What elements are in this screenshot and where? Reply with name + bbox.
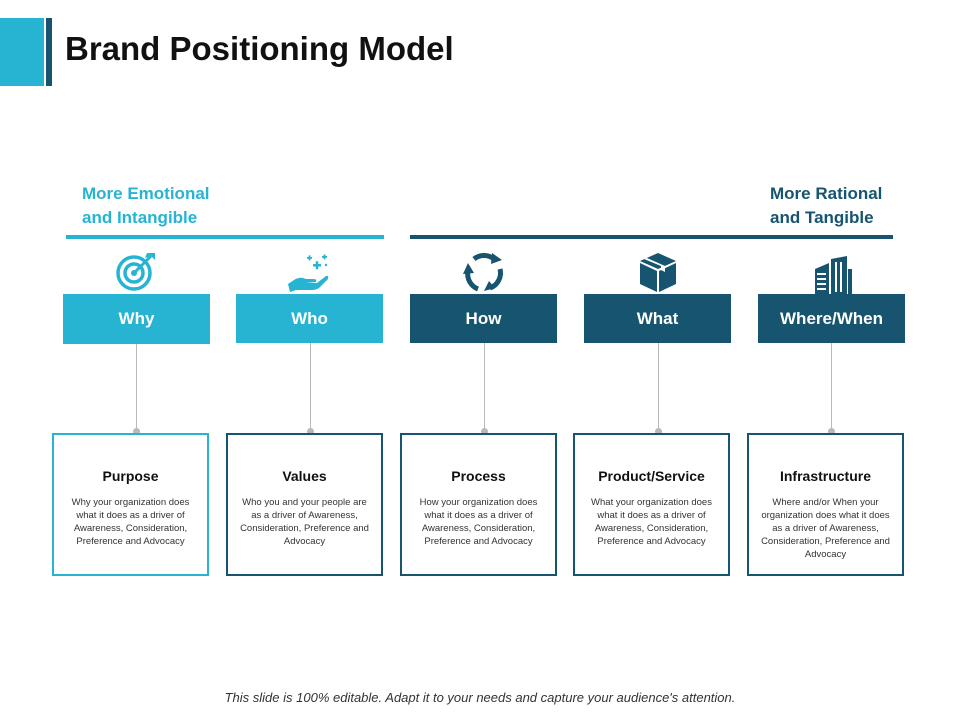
rational-label-line-1: More Rational	[770, 184, 883, 203]
card-product-service: Product/Service What your organization d…	[573, 433, 730, 576]
emotional-label: More Emotional and Intangible	[82, 182, 282, 230]
connector-dot-where-when	[828, 428, 835, 435]
emotional-label-line-1: More Emotional	[82, 184, 210, 203]
card-infrastructure: Infrastructure Where and/or When your or…	[747, 433, 904, 576]
accent-bar	[46, 18, 52, 86]
emotional-label-line-2: and Intangible	[82, 208, 198, 227]
rational-label-line-2: and Tangible	[770, 208, 874, 227]
card-purpose: Purpose Why your organization does what …	[52, 433, 209, 576]
slide-title: Brand Positioning Model	[65, 30, 454, 67]
rational-divider	[410, 235, 893, 239]
card-text: Why your organization does what it does …	[71, 497, 190, 547]
header-who: Who	[236, 294, 383, 343]
card-text: Who you and your people are as a driver …	[240, 497, 369, 547]
connector-dot-what	[655, 428, 662, 435]
card-process: Process How your organization does what …	[400, 433, 557, 576]
cycle-arrows-icon	[462, 251, 506, 295]
card-text: How your organization does what it does …	[419, 497, 538, 547]
connector-who	[310, 343, 311, 432]
card-values: Values Who you and your people are as a …	[226, 433, 383, 576]
connector-dot-who	[307, 428, 314, 435]
card-text: What your organization does what it does…	[591, 497, 712, 547]
header-what: What	[584, 294, 731, 343]
connector-what	[658, 343, 659, 432]
target-icon	[114, 249, 158, 293]
card-title: Purpose	[102, 468, 159, 484]
header-where-when: Where/When	[758, 294, 905, 343]
card-title: Values	[282, 468, 327, 484]
card-title: Infrastructure	[779, 468, 872, 484]
hand-sparkle-icon	[286, 252, 330, 296]
header-why: Why	[63, 294, 210, 344]
connector-dot-how	[481, 428, 488, 435]
buildings-icon	[811, 253, 855, 297]
emotional-divider	[66, 235, 384, 239]
connector-why	[136, 344, 137, 432]
connector-where-when	[831, 343, 832, 432]
header-how: How	[410, 294, 557, 343]
connector-dot-why	[133, 428, 140, 435]
accent-block	[0, 18, 44, 86]
box-icon	[636, 250, 680, 294]
connector-how	[484, 343, 485, 432]
footer-note: This slide is 100% editable. Adapt it to…	[224, 690, 736, 705]
rational-label: More Rational and Tangible	[770, 182, 960, 230]
card-title: Product/Service	[598, 468, 705, 484]
card-text: Where and/or When your organization does…	[761, 497, 890, 560]
card-title: Process	[451, 468, 506, 484]
